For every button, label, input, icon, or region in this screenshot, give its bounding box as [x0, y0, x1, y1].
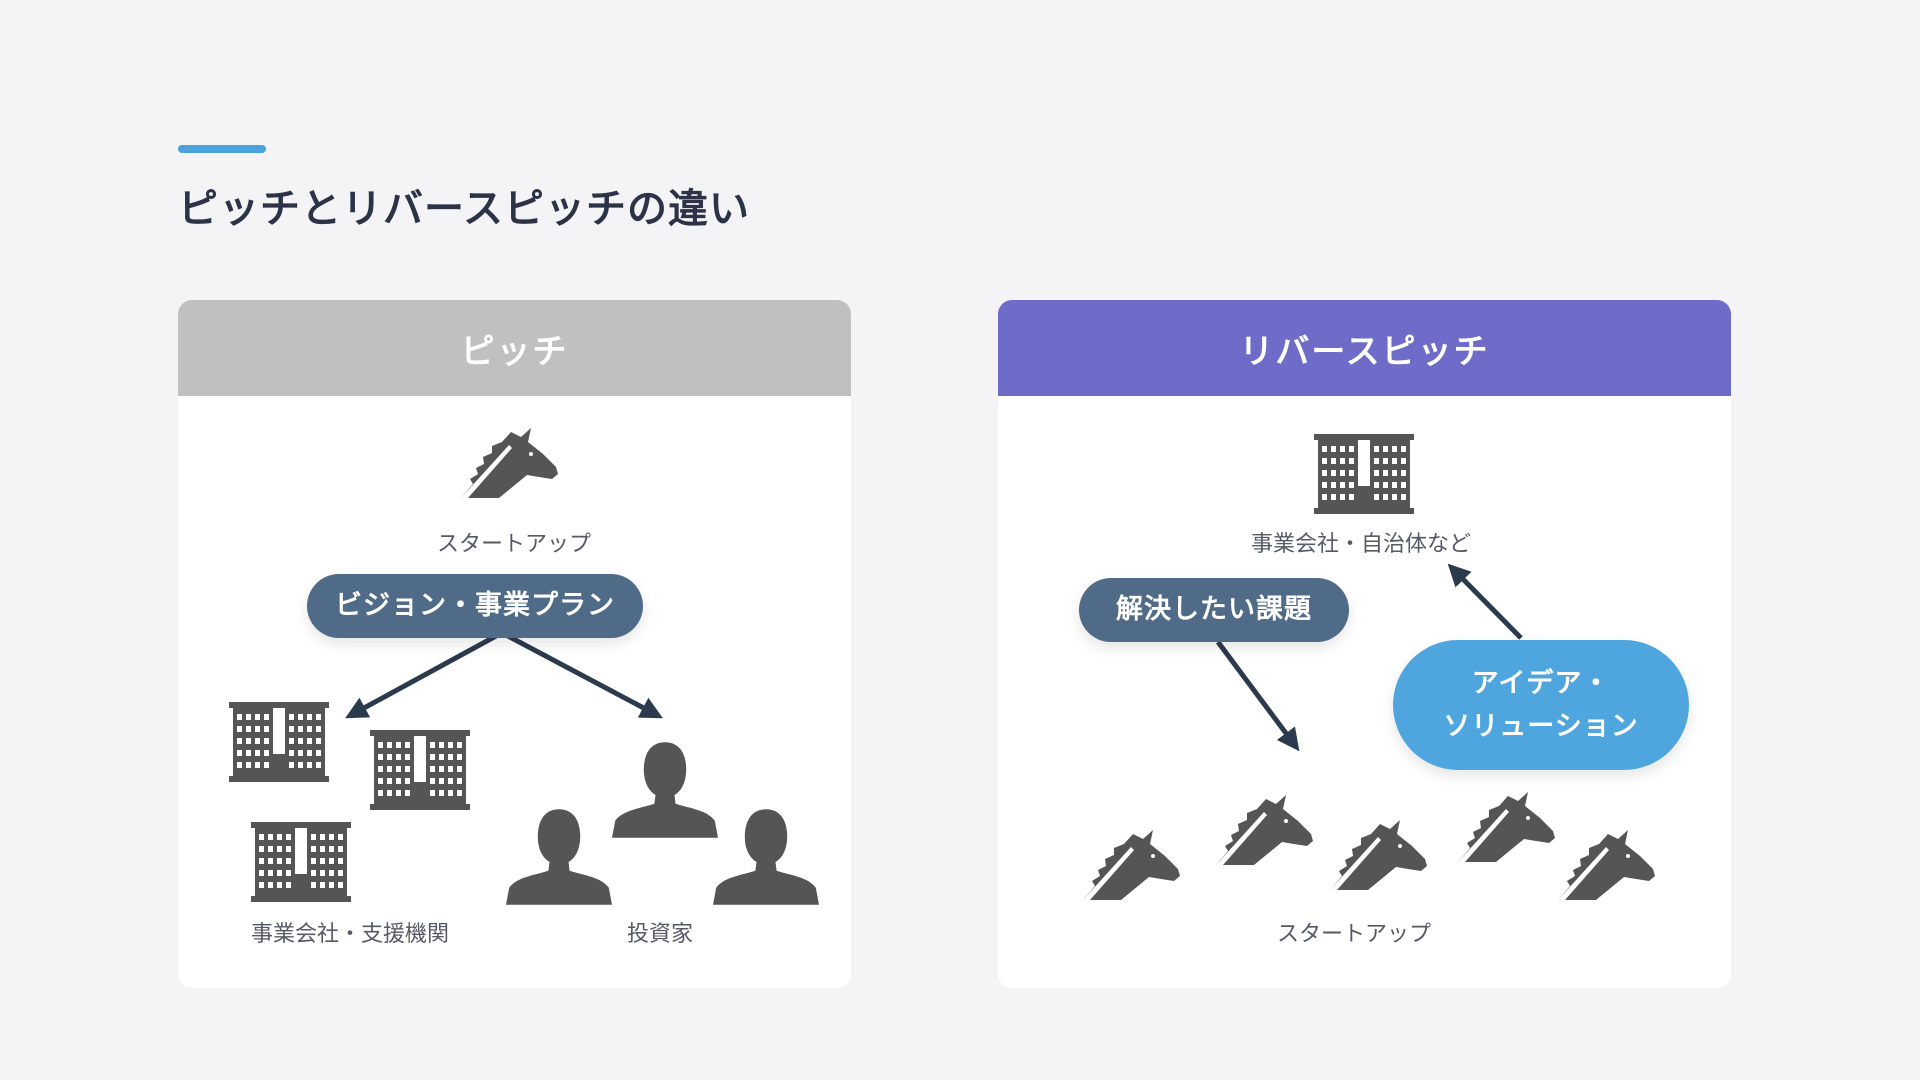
building-icon [229, 702, 329, 782]
idea-solution-line1: アイデア・ [1471, 667, 1611, 699]
arrow-to-companies [1447, 563, 1523, 640]
companies-support-label: 事業会社・支援機関 [250, 922, 450, 947]
pitch-panel-body: スタートアップ ビジョン・事業プラン 事業会社・支援機関 投資家 [178, 396, 851, 988]
pitch-startup-label: スタートアップ [436, 532, 592, 557]
arrow-to-investors [506, 633, 663, 719]
person-icon [713, 809, 819, 905]
companies-municipalities-label: 事業会社・自治体など [1250, 532, 1472, 557]
building-icon [370, 730, 470, 810]
reverse-pitch-arrows [1215, 563, 1523, 752]
reverse-pitch-panel-body: 事業会社・自治体など 解決したい課題 アイデア・ ソリューション スタートアップ [998, 396, 1731, 988]
pitch-panel-header: ピッチ [178, 300, 851, 396]
page-title: ピッチとリバースピッチの違い [178, 186, 750, 232]
vision-plan-pill: ビジョン・事業プラン [307, 574, 643, 638]
arrow-to-companies [345, 633, 498, 719]
reverse-pitch-panel-title: リバースピッチ [1239, 331, 1490, 372]
title-accent-bar [178, 145, 266, 153]
unicorn-icon [1081, 826, 1181, 901]
startups-label: スタートアップ [1276, 922, 1432, 947]
unicorn-icon [1456, 788, 1556, 863]
arrow-to-startups [1215, 640, 1300, 752]
reverse-pitch-panel-header: リバースピッチ [998, 300, 1731, 396]
building-icon [251, 822, 351, 902]
problem-text: 解決したい課題 [1116, 594, 1312, 626]
pitch-arrows [345, 633, 663, 719]
unicorn-icon [1556, 826, 1656, 901]
unicorn-icon [1328, 816, 1428, 891]
pitch-panel: ピッチ スタートアップ ビジョン・事業プラン 事業会社・支援機関 投資家 [178, 300, 851, 988]
problem-pill: 解決したい課題 [1079, 578, 1349, 642]
idea-solution-line2: ソリューション [1443, 711, 1639, 742]
reverse-pitch-panel: リバースピッチ 事業会社・自治体など 解決したい課題 アイデア・ ソリューション… [998, 300, 1731, 988]
person-icon [612, 742, 718, 838]
idea-solution-pill: アイデア・ ソリューション [1393, 640, 1689, 770]
pitch-panel-title: ピッチ [460, 331, 569, 372]
unicorn-icon [1214, 791, 1314, 866]
vision-plan-text: ビジョン・事業プラン [335, 590, 615, 622]
person-icon [506, 809, 612, 905]
investors-label: 投資家 [626, 922, 694, 947]
